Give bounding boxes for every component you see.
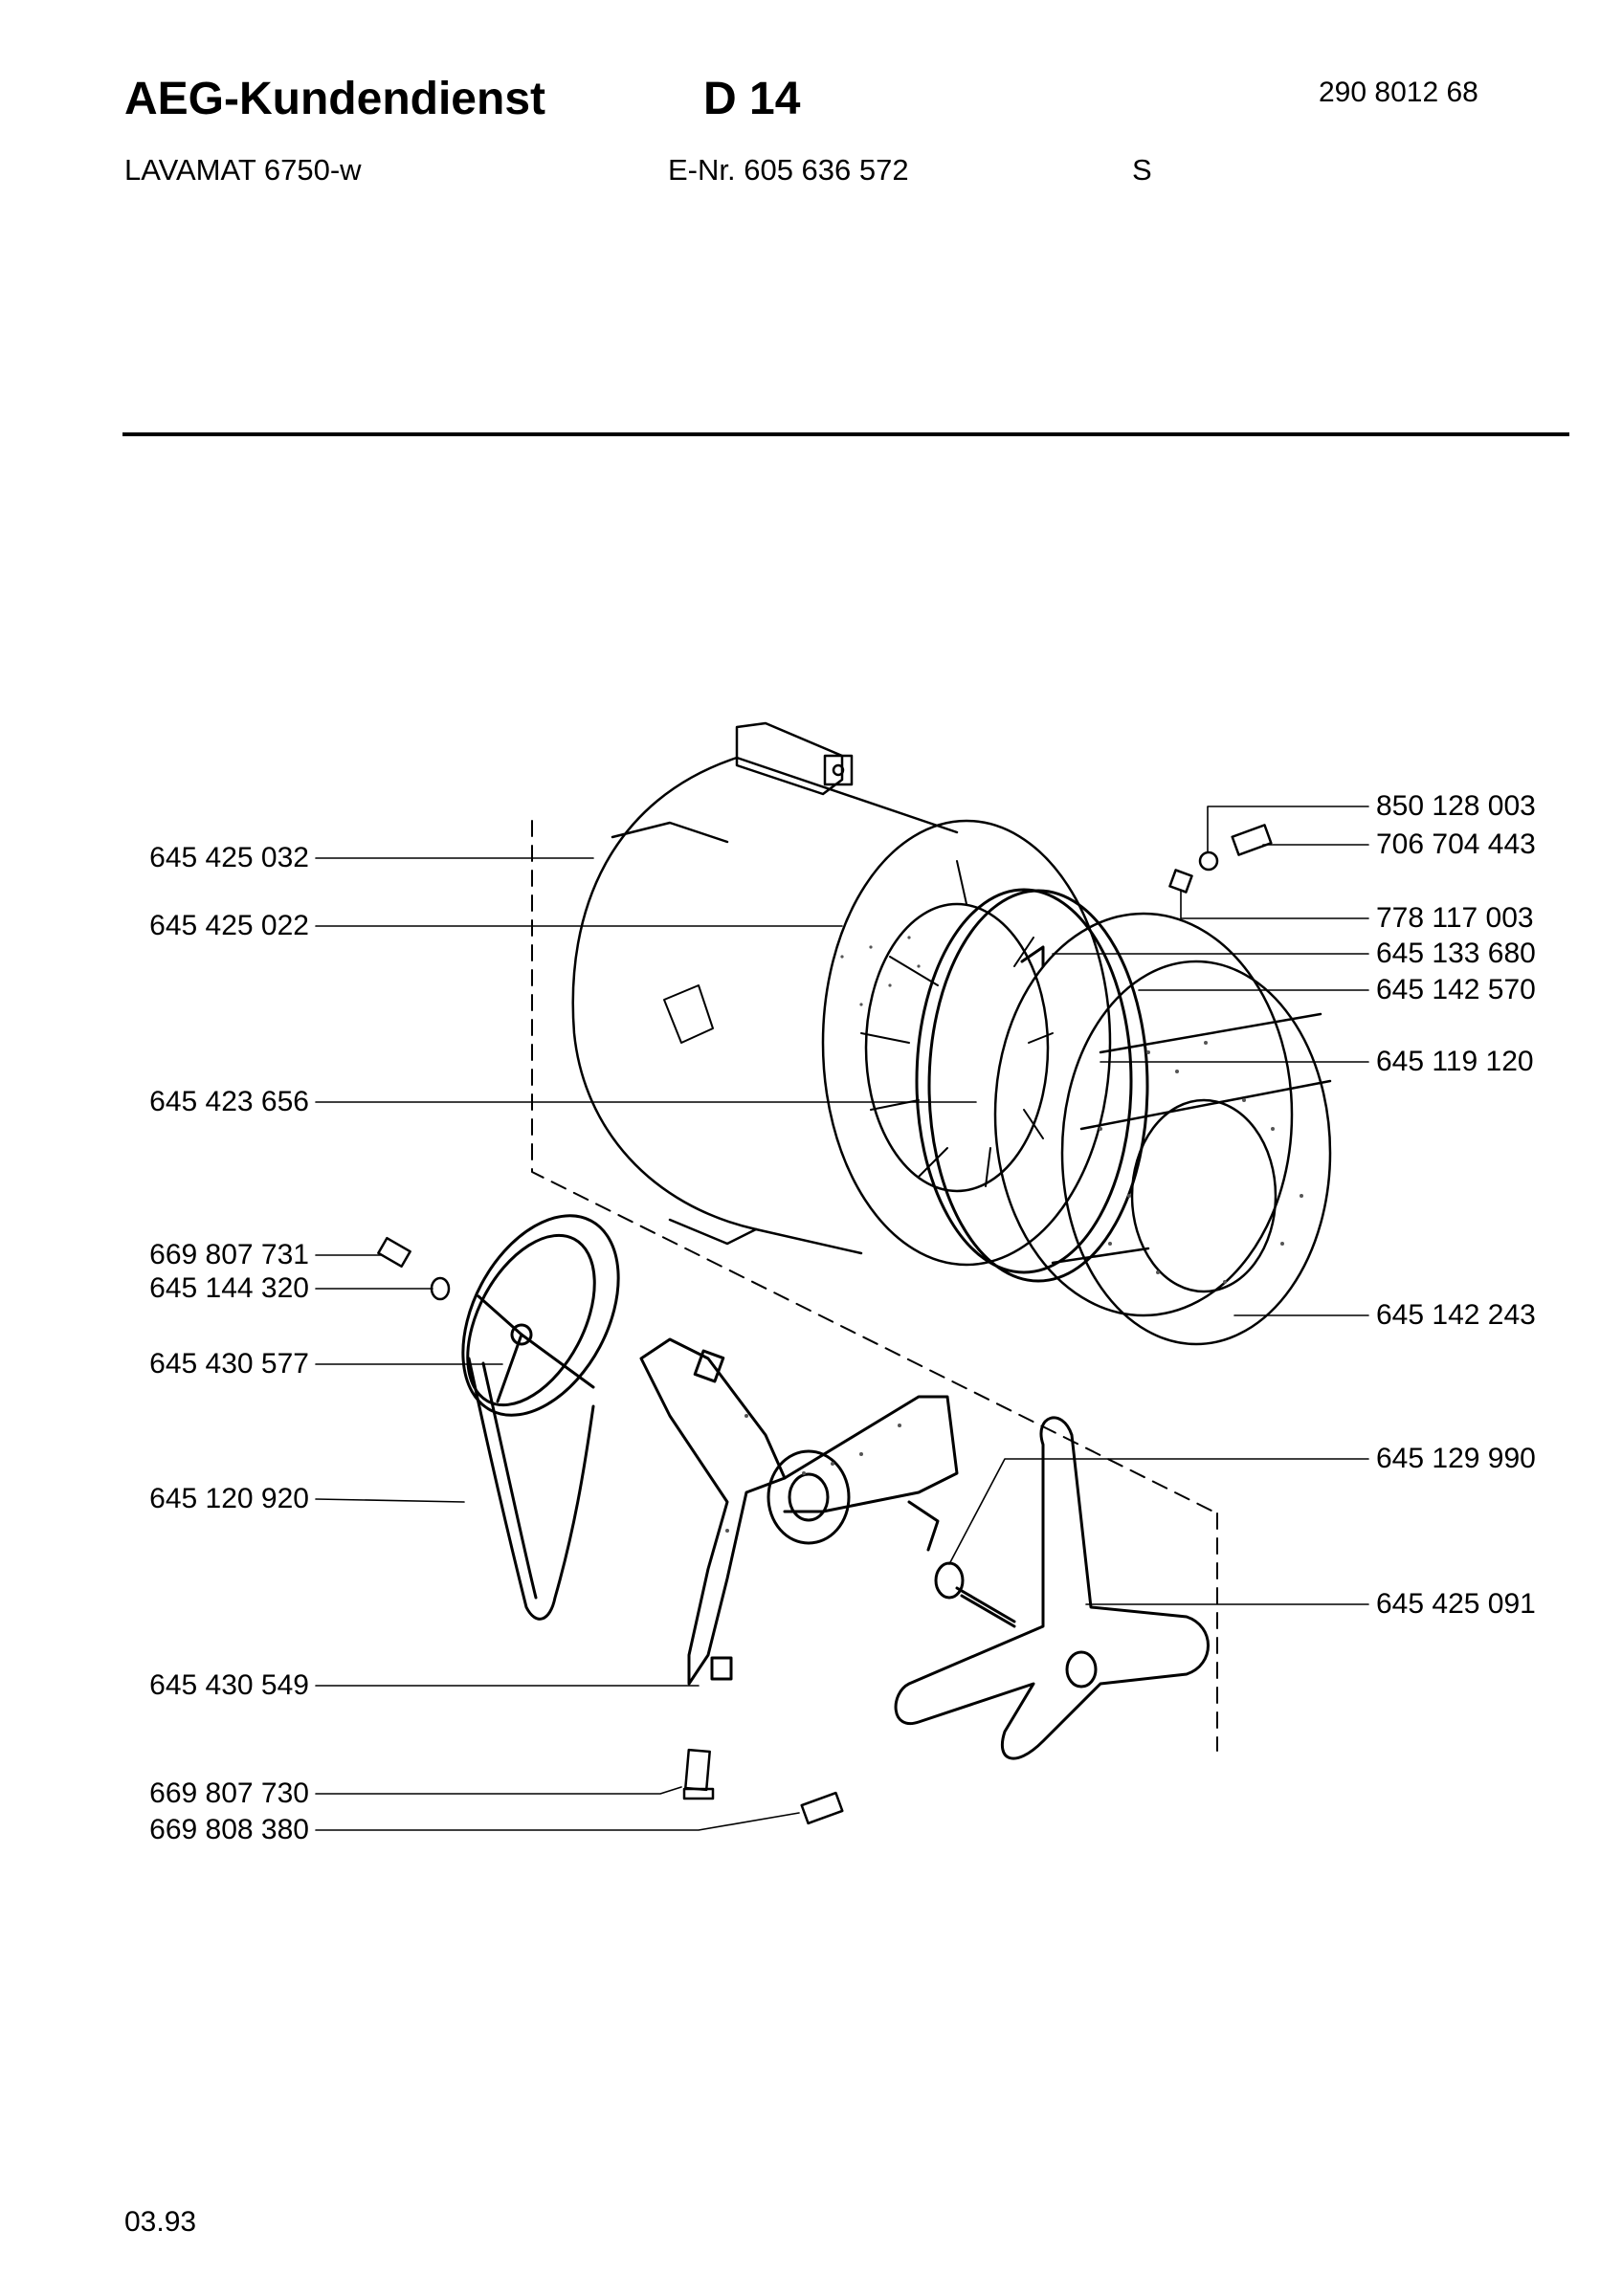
drum-bracket xyxy=(735,721,854,796)
counterweight xyxy=(993,912,1332,1346)
document-id: D 14 xyxy=(703,74,801,124)
e-number: E-Nr. 605 636 572 xyxy=(668,153,909,187)
part-label: 645 425 022 xyxy=(149,910,309,941)
leader-lines-right xyxy=(948,806,1369,1605)
model-name: LAVAMAT 6750-w xyxy=(124,153,362,187)
document-number: 290 8012 68 xyxy=(1319,77,1478,108)
part-label: 778 117 003 xyxy=(1376,902,1534,934)
drum-badge xyxy=(663,984,714,1044)
part-label: 669 808 380 xyxy=(149,1814,309,1845)
part-label: 645 425 091 xyxy=(1376,1588,1536,1620)
part-label: 645 425 032 xyxy=(149,842,309,873)
drum-shell xyxy=(571,756,1112,1267)
part-label: 706 704 443 xyxy=(1376,828,1536,860)
leader-lines-left xyxy=(315,857,977,1831)
part-label: 645 120 920 xyxy=(149,1483,309,1514)
drive-belt xyxy=(467,1357,595,1621)
part-label: 645 430 577 xyxy=(149,1348,309,1380)
footer-date: 03.93 xyxy=(124,2206,197,2238)
brand-title: AEG-Kundendienst xyxy=(124,74,545,124)
bottom-screws xyxy=(682,1748,844,1825)
part-label: 645 423 656 xyxy=(149,1086,309,1117)
drum-vanes xyxy=(860,860,1054,1187)
assembly-boundary xyxy=(531,820,1218,1752)
bearing-bracket xyxy=(639,1337,959,1686)
part-label: 645 144 320 xyxy=(149,1272,309,1304)
part-label: 850 128 003 xyxy=(1376,790,1536,822)
part-label: 645 133 680 xyxy=(1376,938,1536,969)
shaft-bushing xyxy=(934,1561,1016,1628)
drum-spider xyxy=(894,1416,1210,1760)
part-label: 669 807 731 xyxy=(149,1239,309,1270)
left-screw-washer xyxy=(377,1236,451,1301)
header-divider xyxy=(122,432,1569,436)
part-label: 669 807 730 xyxy=(149,1777,309,1809)
seal-rings xyxy=(915,888,1149,1283)
top-right-fasteners xyxy=(1168,824,1273,894)
part-label: 645 119 120 xyxy=(1376,1046,1534,1077)
part-label: 645 430 549 xyxy=(149,1669,309,1701)
variant-code: S xyxy=(1132,153,1152,187)
part-label: 645 142 570 xyxy=(1376,974,1536,1005)
stipple-texture xyxy=(725,936,1303,1533)
pulley-wheel xyxy=(461,1214,620,1417)
part-label: 645 129 990 xyxy=(1376,1443,1536,1474)
part-label: 645 142 243 xyxy=(1376,1299,1536,1331)
